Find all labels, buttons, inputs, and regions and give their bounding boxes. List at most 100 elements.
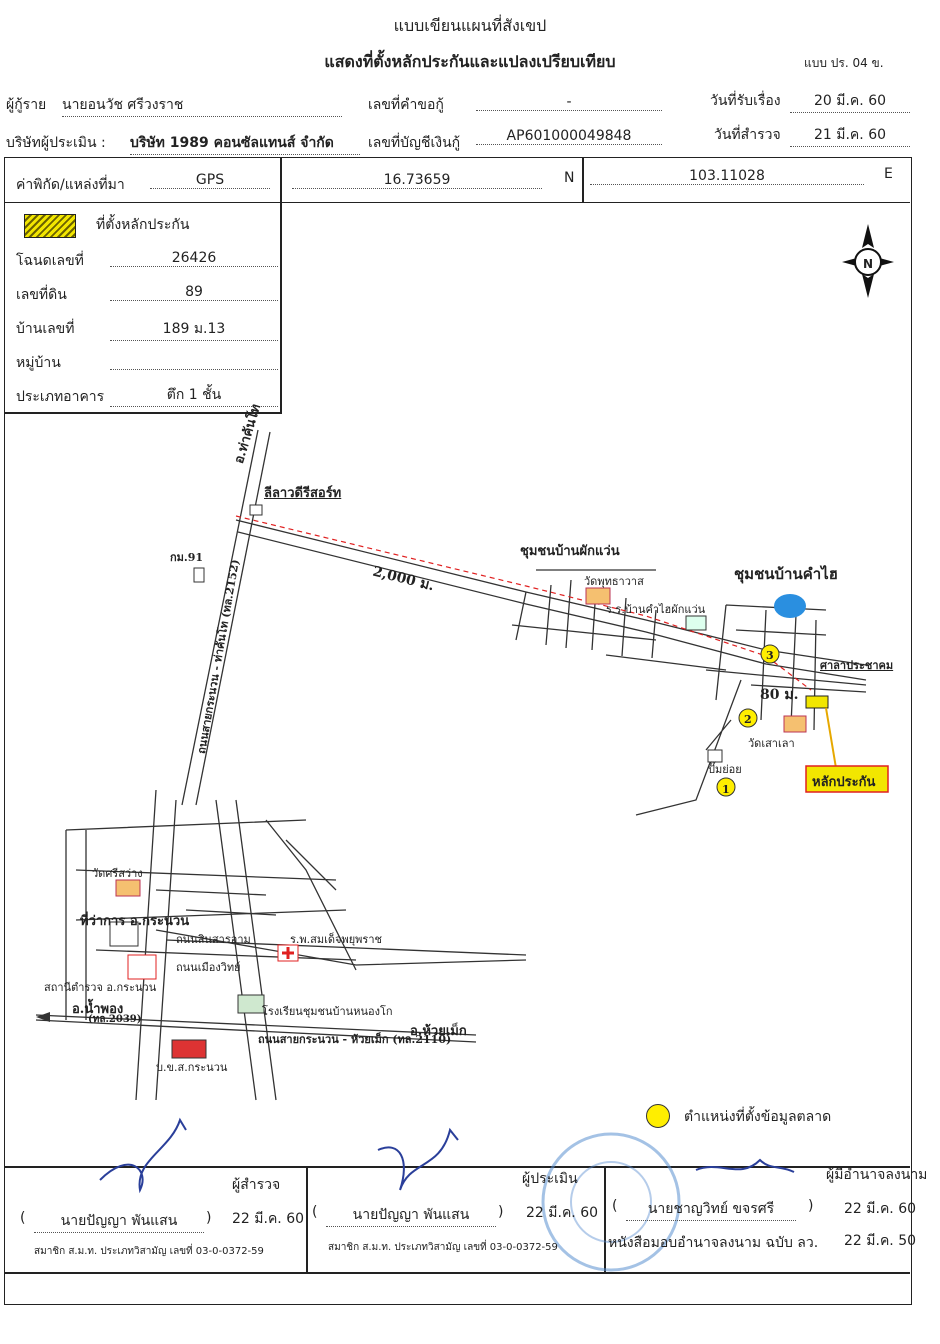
bus-icon	[171, 1039, 207, 1059]
label-road-2039: (ทล.2039)	[88, 1014, 142, 1025]
deed-value: 26426	[110, 250, 278, 267]
legend-bottom	[5, 412, 282, 414]
km-post-icon	[193, 567, 205, 583]
received-date-label: วันที่รับเรื่อง	[710, 93, 781, 109]
marker-3-label: 3	[766, 649, 774, 662]
label-nam-phong: อ.น้ำพอง	[72, 1002, 124, 1017]
company-value: บริษัท 1989 คอนซัลแทนส์ จำกัด	[130, 132, 360, 155]
coords-label: ค่าพิกัด/แหล่งที่มา	[16, 177, 125, 193]
company-stamp-icon	[541, 1132, 681, 1272]
label-gas-station: ปั๊มย่อย	[708, 763, 742, 776]
appraiser-name: นายปัญญา พันแสน	[326, 1204, 496, 1227]
building-type-value: ตึก 1 ชั้น	[110, 384, 278, 407]
label-school-nong-ko: โรงเรียนชุมชนบ้านหนองโก	[262, 1005, 393, 1018]
label-distance-80: 80 ม.	[760, 687, 799, 703]
label-sala: ศาลาประชาคม	[820, 659, 894, 672]
paren-close-1: )	[206, 1210, 212, 1226]
label-wat-phutthawat: วัดพุทธาวาส	[584, 575, 644, 588]
temple-phutthawat-icon	[585, 587, 611, 605]
label-school-kham-hai: ร.ร.บ้านคำไฮผักแว่น	[606, 603, 706, 616]
collateral-tag-box	[805, 765, 889, 793]
coords-row	[5, 158, 910, 203]
title-line-2: แสดงที่ตั้งหลักประกันและแปลงเปรียบเทียบ	[324, 52, 616, 71]
village-label: หมู่บ้าน	[16, 355, 61, 371]
temple-si-sawang-icon	[115, 879, 141, 897]
received-date-value: 20 มี.ค. 60	[790, 90, 910, 113]
label-road-sin: ถนนสินสารอาม	[176, 933, 251, 946]
market-marker-2	[738, 708, 758, 728]
school-kham-hai-icon	[685, 615, 707, 631]
request-no-label: เลขที่คำขอกู้	[368, 97, 444, 113]
appraiser-signature-icon	[377, 1127, 459, 1191]
main-frame	[4, 157, 912, 1305]
label-road-mueang: ถนนเมืองวิทย์	[176, 961, 241, 974]
paren-close-3: )	[808, 1198, 814, 1214]
title-line-1: แบบเขียนแผนที่สังเขป	[393, 16, 547, 35]
signer-date: 22 มี.ค. 60	[844, 1201, 917, 1217]
paren-open-1: (	[20, 1210, 26, 1226]
land-no-label: เลขที่ดิน	[16, 287, 67, 303]
gas-station-icon	[707, 749, 723, 763]
route-line	[235, 515, 812, 691]
label-hospital: ร.พ.สมเด็จพยุพราช	[290, 933, 382, 946]
resort-icon	[249, 504, 263, 516]
house-no-label: บ้านเลขที่	[16, 321, 75, 337]
district-office-icon	[109, 921, 139, 947]
building-type-label: ประเภทอาคาร	[16, 389, 105, 405]
label-kham-hai: ชุมชนบ้านคำไฮ	[734, 565, 838, 583]
collateral-map-icon	[805, 695, 829, 709]
market-legend-label: ตำแหน่งที่ตั้งข้อมูลตลาด	[684, 1109, 832, 1125]
temple-lao-icon	[783, 715, 807, 733]
label-bus-station: บ.ข.ส.กระนวน	[156, 1061, 228, 1074]
legend-divider	[280, 158, 282, 413]
coords-lat: 16.73659	[292, 172, 542, 189]
label-km91: กม.91	[170, 551, 204, 564]
signature-bottom-line	[5, 1272, 910, 1274]
compass-letter: N	[863, 257, 874, 271]
road-east-b	[237, 531, 867, 681]
appraiser-date: 22 มี.ค. 60	[526, 1205, 599, 1221]
label-resort: ลีลาวดีรีสอร์ท	[264, 486, 342, 501]
signature-divider-1	[306, 1166, 308, 1272]
label-highway-2110: ถนนสายกระนวน - ห้วยเม็ก (ทล.2110)	[258, 1033, 452, 1046]
paren-close-2: )	[498, 1204, 504, 1220]
coords-lon-dir: E	[884, 166, 893, 182]
collateral-label: ที่ตั้งหลักประกัน	[96, 217, 190, 233]
road-highway-2152-a	[181, 429, 259, 806]
road-east-a	[235, 519, 867, 666]
signer-signature-icon	[695, 1158, 795, 1173]
appraiser-role: ผู้ประเมิน	[522, 1171, 578, 1187]
appraiser-member: สมาชิก ส.ม.ท. ประเภทวิสามัญ เลขที่ 03-0-…	[328, 1242, 558, 1253]
account-value: AP601000049848	[476, 128, 662, 145]
surveyor-signature-icon	[99, 1117, 187, 1194]
signer-name: นายชาญวิทย์ ขจรศรี	[626, 1198, 796, 1221]
market-marker-1	[716, 777, 736, 797]
label-wat-lao: วัดเสาเลา	[748, 737, 795, 750]
borrower-value: นายอนวัช ศรีวงราช	[62, 94, 342, 117]
coords-source: GPS	[150, 172, 270, 189]
company-label: บริษัทผู้ประเมิน :	[6, 135, 106, 151]
marker-1-label: 1	[722, 783, 730, 796]
label-wat-si-sawang: วัดศรีสว่าง	[92, 867, 143, 880]
signature-top-line	[5, 1166, 910, 1168]
collateral-swatch	[24, 214, 76, 238]
signer-role: ผู้มีอำนาจลงนาม	[826, 1167, 928, 1183]
surveyor-role: ผู้สำรวจ	[232, 1177, 281, 1193]
label-police: สถานีตำรวจ อ.กระนวน	[44, 981, 157, 994]
surveyor-date: 22 มี.ค. 60	[232, 1211, 305, 1227]
road-highway-2152-b	[195, 431, 271, 806]
school-nong-ko-icon	[237, 994, 265, 1014]
coords-lon: 103.11028	[590, 168, 864, 185]
compass-icon	[842, 224, 894, 298]
survey-date-label: วันที่สำรวจ	[714, 127, 781, 143]
authority-date: 22 มี.ค. 50	[844, 1233, 917, 1249]
survey-date-value: 21 มี.ค. 60	[790, 124, 910, 147]
marker-2-label: 2	[744, 713, 752, 726]
market-legend-icon	[646, 1104, 670, 1128]
village-value	[110, 352, 278, 370]
house-no-value: 189 ม.13	[110, 318, 278, 341]
land-no-value: 89	[110, 284, 278, 301]
authority-doc: หนังสือมอบอำนาจลงนาม ฉบับ ลว.	[608, 1235, 819, 1251]
police-icon	[127, 954, 157, 980]
surveyor-name: นายปัญญา พันแสน	[34, 1210, 204, 1233]
